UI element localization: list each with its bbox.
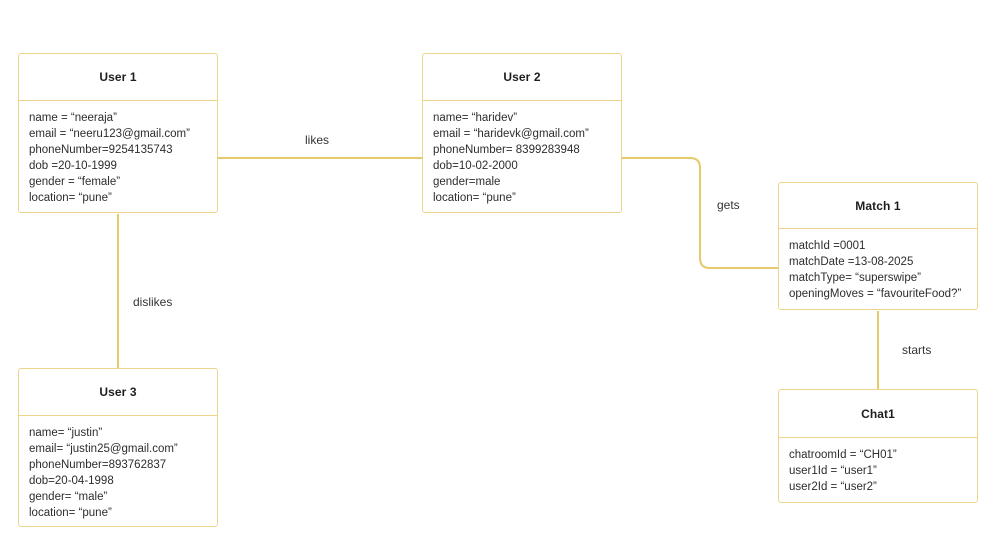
attribute-line: matchType= “superswipe” <box>789 272 921 284</box>
attribute-line: openingMoves = “favouriteFood?” <box>789 288 962 300</box>
entity-node-user2[interactable]: User 2 name= “haridev” email = “haridevk… <box>422 53 622 213</box>
edge-gets-line[interactable] <box>622 157 778 269</box>
entity-node-user1[interactable]: User 1 name = “neeraja” email = “neeru12… <box>18 53 218 213</box>
attribute-line: name= “justin” <box>29 427 103 439</box>
entity-title: User 2 <box>423 54 621 101</box>
edge-label-likes: likes <box>305 133 330 147</box>
attribute-line: name= “haridev” <box>433 112 518 124</box>
entity-node-match1[interactable]: Match 1 matchId =0001 matchDate =13-08-2… <box>778 182 978 310</box>
attribute-line: location= “pune” <box>29 192 112 204</box>
attribute-line: chatroomId = “CH01” <box>789 449 897 461</box>
attribute-line: email = “haridevk@gmail.com” <box>433 128 589 140</box>
attribute-line: gender=male <box>433 176 501 188</box>
attribute-line: location= “pune” <box>433 192 516 204</box>
entity-attributes: matchId =0001 matchDate =13-08-2025 matc… <box>779 229 977 308</box>
entity-attributes: name= “haridev” email = “haridevk@gmail.… <box>423 101 621 212</box>
attribute-line: name = “neeraja” <box>29 112 117 124</box>
attribute-line: dob=20-04-1998 <box>29 475 114 487</box>
entity-title: User 1 <box>19 54 217 101</box>
entity-node-chat1[interactable]: Chat1 chatroomId = “CH01” user1Id = “use… <box>778 389 978 503</box>
attribute-line: location= “pune” <box>29 507 112 519</box>
entity-title: Match 1 <box>779 183 977 229</box>
entity-attributes: name= “justin” email= “justin25@gmail.co… <box>19 416 217 527</box>
entity-title: Chat1 <box>779 390 977 438</box>
edge-label-starts: starts <box>902 343 932 357</box>
attribute-line: gender = “female” <box>29 176 121 188</box>
attribute-line: user1Id = “user1” <box>789 465 877 477</box>
attribute-line: dob =20-10-1999 <box>29 160 117 172</box>
attribute-line: matchDate =13-08-2025 <box>789 256 914 268</box>
entity-attributes: chatroomId = “CH01” user1Id = “user1” us… <box>779 438 977 501</box>
entity-node-user3[interactable]: User 3 name= “justin” email= “justin25@g… <box>18 368 218 527</box>
attribute-line: phoneNumber=9254135743 <box>29 144 173 156</box>
attribute-line: phoneNumber= 8399283948 <box>433 144 580 156</box>
attribute-line: email = “neeru123@gmail.com” <box>29 128 190 140</box>
entity-title: User 3 <box>19 369 217 416</box>
attribute-line: email= “justin25@gmail.com” <box>29 443 178 455</box>
attribute-line: user2Id = “user2” <box>789 481 877 493</box>
attribute-line: dob=10-02-2000 <box>433 160 518 172</box>
entity-attributes: name = “neeraja” email = “neeru123@gmail… <box>19 101 217 212</box>
edge-label-dislikes: dislikes <box>133 295 173 309</box>
edge-label-gets: gets <box>717 198 740 212</box>
attribute-line: gender= “male” <box>29 491 108 503</box>
attribute-line: phoneNumber=893762837 <box>29 459 167 471</box>
attribute-line: matchId =0001 <box>789 240 866 252</box>
